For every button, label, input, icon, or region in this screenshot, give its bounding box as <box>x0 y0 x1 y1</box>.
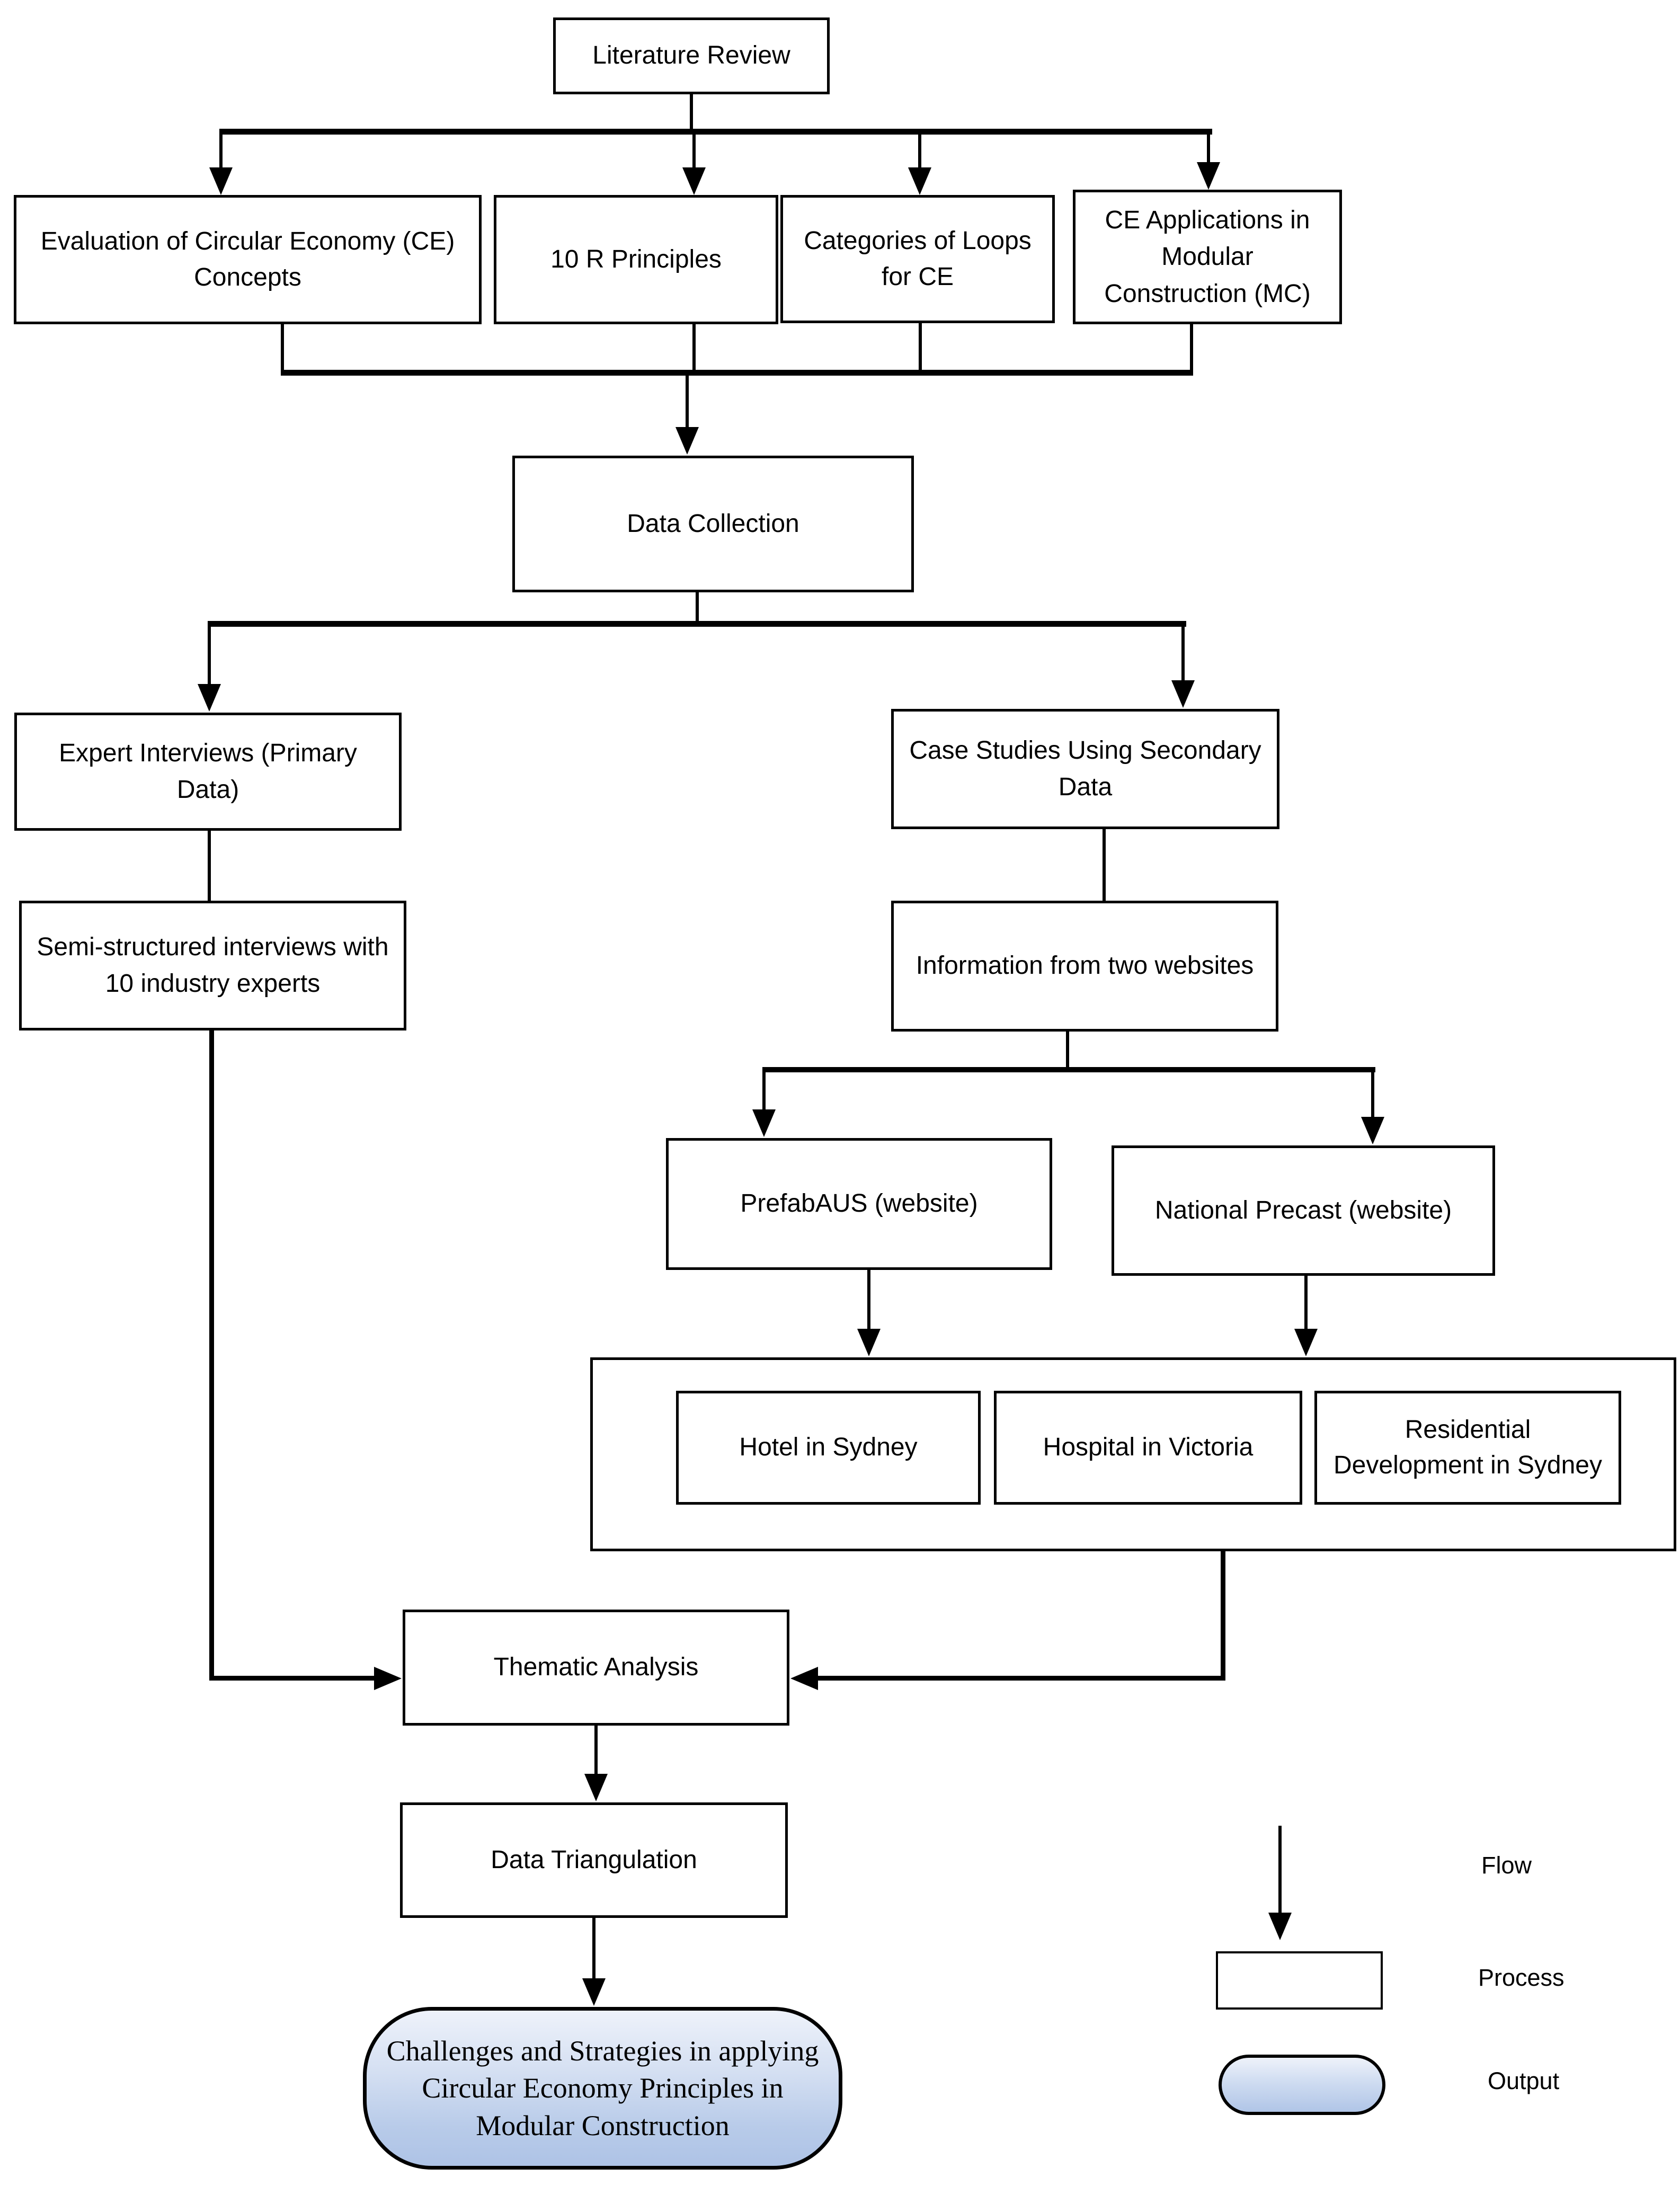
node-10r-principles: 10 R Principles <box>494 195 778 324</box>
arrowhead-into-case-studies-icon <box>1171 680 1195 708</box>
connector-expert-to-semi <box>208 831 211 901</box>
arrowhead-into-precast-icon <box>1361 1117 1384 1144</box>
connector-leg-to-categories <box>918 129 921 168</box>
node-literature-review-label: Literature Review <box>592 41 790 70</box>
arrowhead-into-container-right-icon <box>1294 1329 1318 1356</box>
node-semi-structured-interviews: Semi-structured interviews with 10 indus… <box>19 901 406 1030</box>
legend-flow-label: Flow <box>1481 1852 1532 1879</box>
arrowhead-into-triangulation-icon <box>584 1774 608 1801</box>
connector-collector-line <box>281 370 1193 376</box>
arrowhead-into-ceapps-icon <box>1197 162 1220 190</box>
legend-process-shape <box>1216 1951 1383 2010</box>
arrowhead-into-prefabaus-icon <box>752 1109 776 1137</box>
connector-to-case-studies <box>1181 625 1185 681</box>
node-data-triangulation-label: Data Triangulation <box>491 1845 697 1874</box>
connector-to-prefabaus <box>762 1067 766 1112</box>
connector-information-stem <box>1066 1032 1069 1071</box>
connector-to-expert-interviews <box>208 625 211 685</box>
connector-10r-down <box>692 324 696 375</box>
legend-process-label: Process <box>1478 1964 1565 1991</box>
node-information-two-websites: Information from two websites <box>891 901 1278 1032</box>
node-semi-structured-interviews-label: Semi-structured interviews with 10 indus… <box>37 933 389 998</box>
node-residential-development-sydney-label: Residential Development in Sydney <box>1334 1416 1602 1479</box>
node-categories-of-loops: Categories of Loops for CE <box>780 195 1055 323</box>
arrowhead-into-thematic-right-icon <box>790 1667 818 1690</box>
connector-semi-to-thematic <box>209 1676 376 1681</box>
arrowhead-into-data-collection-icon <box>675 427 699 455</box>
node-national-precast-website-label: National Precast (website) <box>1154 1196 1452 1224</box>
connector-leg-to-ceapps <box>1207 129 1210 164</box>
node-data-collection-label: Data Collection <box>627 509 799 538</box>
node-case-studies: Case Studies Using Secondary Data <box>891 709 1279 829</box>
node-output-challenges-strategies-label: Challenges and Strategies in applying Ci… <box>386 2035 819 2141</box>
arrowhead-into-output-icon <box>582 1978 606 2006</box>
node-data-triangulation: Data Triangulation <box>400 1802 788 1918</box>
node-10r-principles-label: 10 R Principles <box>550 245 722 273</box>
connector-case-to-information <box>1103 829 1106 901</box>
connector-container-down <box>1221 1551 1225 1681</box>
connector-semi-down-long <box>209 1030 214 1681</box>
node-hospital-in-victoria: Hospital in Victoria <box>994 1391 1302 1505</box>
node-expert-interviews: Expert Interviews (Primary Data) <box>14 713 402 831</box>
node-hotel-in-sydney: Hotel in Sydney <box>676 1391 981 1505</box>
connector-precast-to-container <box>1304 1276 1308 1331</box>
arrowhead-into-categories-icon <box>908 167 931 195</box>
legend-flow-arrowhead-icon <box>1268 1913 1292 1940</box>
node-ce-applications-mc: CE Applications in Modular Construction … <box>1073 190 1342 324</box>
arrowhead-into-evaluation-icon <box>209 167 233 195</box>
node-information-two-websites-label: Information from two websites <box>915 952 1254 980</box>
node-evaluation-ce-concepts: Evaluation of Circular Economy (CE) Conc… <box>14 195 482 324</box>
node-literature-review: Literature Review <box>553 17 830 94</box>
connector-data-collection-stem <box>696 592 699 625</box>
legend-output-shape <box>1219 2055 1385 2115</box>
node-hotel-in-sydney-label: Hotel in Sydney <box>739 1433 918 1462</box>
legend-output-label: Output <box>1488 2067 1560 2094</box>
node-prefabaus-website-label: PrefabAUS (website) <box>740 1189 978 1218</box>
node-evaluation-ce-concepts-label: Evaluation of Circular Economy (CE) Conc… <box>40 227 455 291</box>
connector-to-precast <box>1371 1067 1374 1119</box>
arrowhead-into-10r-icon <box>682 167 706 195</box>
connector-leg-to-evaluation <box>219 129 223 168</box>
connector-websites-split-line <box>762 1067 1375 1072</box>
arrowhead-into-expert-interviews-icon <box>198 684 221 712</box>
arrowhead-into-container-left-icon <box>857 1329 881 1356</box>
node-data-collection: Data Collection <box>512 456 914 592</box>
node-output-challenges-strategies: Challenges and Strategies in applying Ci… <box>363 2007 842 2170</box>
connector-literature-stem <box>690 94 693 131</box>
node-thematic-analysis-label: Thematic Analysis <box>493 1653 699 1682</box>
connector-ceapps-down <box>1190 324 1193 375</box>
node-prefabaus-website: PrefabAUS (website) <box>666 1138 1052 1270</box>
connector-evaluation-down <box>281 324 284 375</box>
node-residential-development-sydney: Residential Development in Sydney <box>1314 1391 1621 1505</box>
connector-prefabaus-to-container <box>867 1270 870 1331</box>
node-hospital-in-victoria-label: Hospital in Victoria <box>1043 1433 1254 1462</box>
arrowhead-into-thematic-left-icon <box>374 1667 402 1690</box>
connector-container-to-thematic <box>816 1676 1225 1681</box>
node-thematic-analysis: Thematic Analysis <box>403 1610 789 1726</box>
connector-categories-down <box>919 323 922 375</box>
connector-split-line <box>208 621 1186 627</box>
node-national-precast-website: National Precast (website) <box>1112 1145 1495 1276</box>
connector-to-data-collection <box>686 372 689 429</box>
node-case-studies-label: Case Studies Using Secondary Data <box>909 736 1261 801</box>
connector-thematic-to-triangulation <box>594 1726 598 1776</box>
connector-distribution-line <box>219 129 1212 135</box>
legend-flow-arrow-line <box>1278 1826 1282 1915</box>
node-expert-interviews-label: Expert Interviews (Primary Data) <box>59 739 357 804</box>
node-categories-of-loops-label: Categories of Loops for CE <box>804 226 1032 291</box>
node-ce-applications-mc-label: CE Applications in Modular Construction … <box>1104 206 1311 308</box>
connector-leg-to-10r <box>692 129 696 168</box>
connector-triangulation-to-output <box>592 1918 595 1980</box>
